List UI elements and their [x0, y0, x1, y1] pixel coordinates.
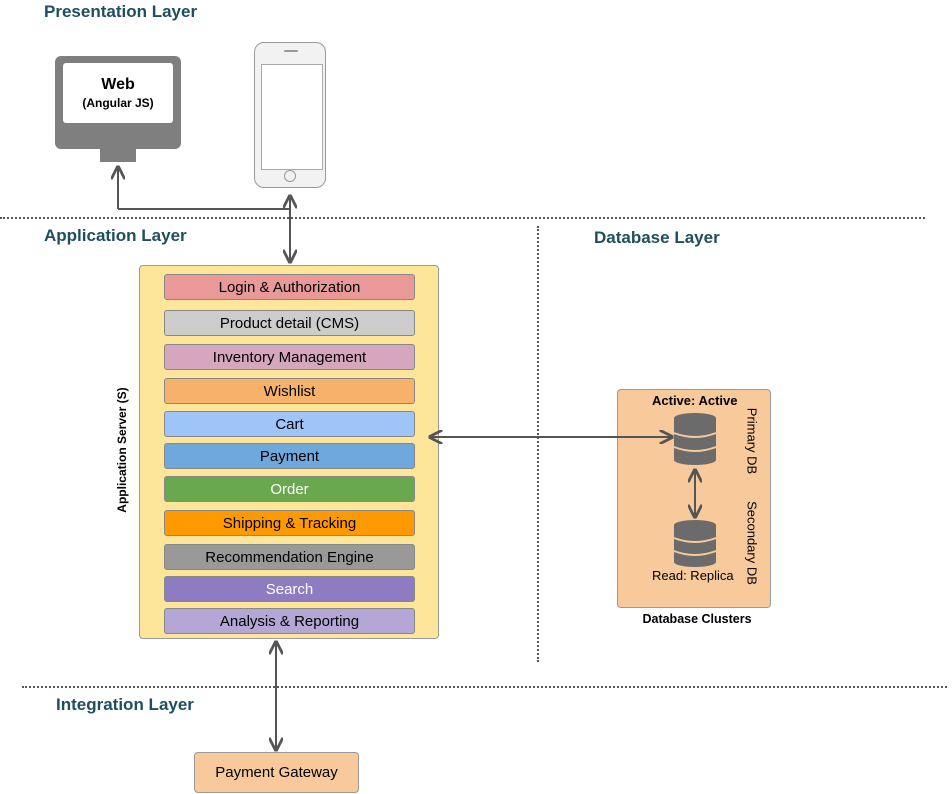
integration-layer-title: Integration Layer	[56, 695, 194, 714]
module-order: Order	[164, 476, 415, 502]
phone-speaker-icon	[284, 50, 298, 52]
presentation-divider	[0, 217, 925, 219]
primary-database-icon	[673, 413, 717, 465]
module-login-authorization: Login & Authorization	[164, 274, 415, 300]
payment-gateway: Payment Gateway	[194, 752, 359, 793]
active-active-label: Active: Active	[652, 393, 738, 408]
module-analysis-reporting: Analysis & Reporting	[164, 608, 415, 634]
module-search: Search	[164, 576, 415, 602]
module-shipping-tracking: Shipping & Tracking	[164, 510, 415, 536]
phone-home-button-icon	[284, 170, 296, 182]
module-wishlist: Wishlist	[164, 378, 415, 404]
database-clusters-label: Database Clusters	[642, 612, 752, 626]
database-layer-title: Database Layer	[594, 228, 720, 247]
read-replica-label: Read: Replica	[652, 568, 734, 583]
presentation-layer-title: Presentation Layer	[44, 2, 198, 21]
web-label: Web	[101, 76, 135, 93]
web-monitor-screen: Web (Angular JS)	[63, 63, 173, 123]
module-cart: Cart	[164, 411, 415, 437]
secondary-database-icon	[673, 520, 717, 567]
database-divider	[537, 226, 539, 662]
module-payment: Payment	[164, 443, 415, 469]
module-inventory-management: Inventory Management	[164, 344, 415, 370]
module-recommendation-engine: Recommendation Engine	[164, 544, 415, 570]
phone-screen	[261, 64, 323, 170]
module-product-detail: Product detail (CMS)	[164, 310, 415, 336]
application-layer-title: Application Layer	[44, 226, 187, 245]
integration-divider	[22, 686, 947, 688]
monitor-stand-icon	[100, 148, 136, 162]
web-sublabel: (Angular JS)	[82, 96, 154, 110]
